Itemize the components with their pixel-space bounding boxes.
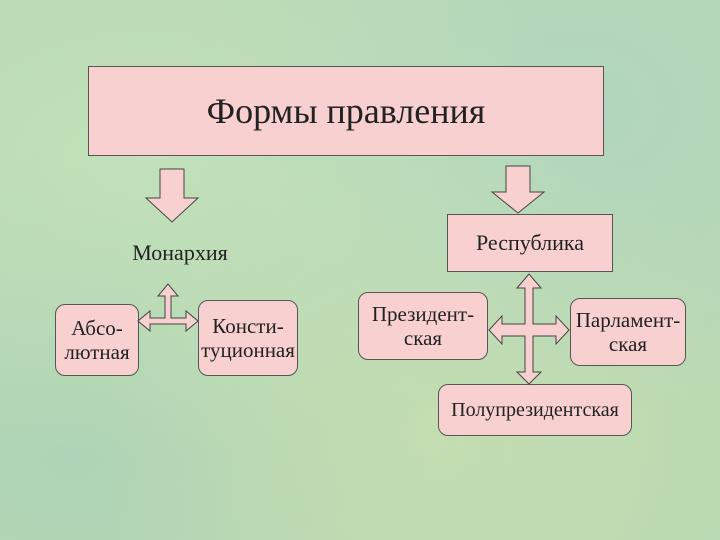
presidential-box: Президент- ская	[358, 292, 488, 360]
republic-box: Республика	[447, 214, 613, 272]
parliamentary-label: Парламент- ская	[575, 307, 681, 356]
constitutional-label: Консти- туционная	[201, 313, 295, 362]
monarchy-label: Монархия	[132, 240, 228, 265]
monarchy-node: Монархия	[110, 240, 250, 266]
down-arrow-icon	[144, 168, 200, 223]
presidential-label: Президент- ская	[371, 301, 475, 350]
republic-label: Республика	[475, 230, 585, 255]
three-way-arrow-icon	[137, 283, 199, 333]
parliamentary-box: Парламент- ская	[570, 298, 686, 366]
constitutional-box: Консти- туционная	[198, 300, 298, 376]
four-way-arrow-icon	[488, 273, 570, 385]
diagram-title: Формы правления	[206, 91, 486, 131]
down-arrow-icon	[490, 165, 546, 214]
absolute-label: Абсо- лютная	[64, 315, 130, 364]
absolute-box: Абсо- лютная	[55, 304, 139, 376]
semi-presidential-box: Полупрезидентская	[438, 384, 632, 436]
semi-presidential-label: Полупрезидентская	[451, 398, 619, 421]
title-box: Формы правления	[88, 66, 604, 156]
